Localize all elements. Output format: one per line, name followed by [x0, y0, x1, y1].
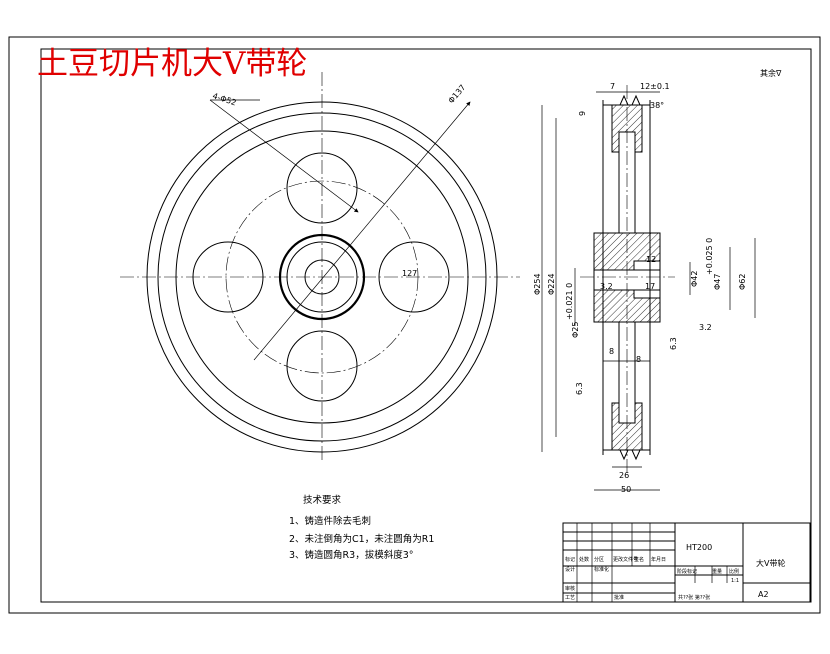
- svg-text:其余∇: 其余∇: [760, 68, 782, 78]
- dim-angle: 38°: [650, 101, 664, 110]
- tb-label-2: 分区: [594, 556, 604, 563]
- tb-label-5: 年月日: [651, 556, 666, 563]
- lightening-hole-left: [192, 241, 264, 313]
- dim-pcd-short: 127: [402, 269, 417, 278]
- dim-r17: 17: [645, 282, 655, 291]
- dim-bore-42: Φ42: [690, 271, 699, 287]
- lightening-hole-bottom: [286, 330, 358, 402]
- tb-sheet-size: A2: [758, 590, 769, 599]
- tb-scale: 1:1: [731, 578, 739, 584]
- dim-bore-25-tol: +0.021 0: [565, 283, 574, 320]
- dim-r12: 12: [646, 255, 656, 264]
- dim-ra-63b: 6.3: [575, 382, 584, 395]
- dim-w8b: 8: [636, 355, 641, 364]
- section-view: 7 12±0.1 38° 9 Φ254 Φ224 Φ25 +0.021 0 Φ4…: [533, 82, 756, 494]
- front-view: 4-Φ52 Φ137 127: [120, 72, 520, 460]
- inner-border: [40, 48, 812, 603]
- dim-w50: 50: [621, 485, 631, 494]
- dim-top-7: 7: [610, 82, 615, 91]
- dim-depth-9: 9: [578, 111, 587, 116]
- tb-label-13: 批准: [614, 594, 624, 601]
- note-1: 1、铸造件除去毛刺: [289, 515, 371, 527]
- lightening-hole-right: [378, 241, 450, 313]
- dim-224: Φ224: [547, 273, 556, 295]
- technical-notes: 技术要求 1、铸造件除去毛刺 2、未注倒角为C1，未注圆角为R1 3、铸造圆角R…: [289, 494, 434, 561]
- dim-ra-32a: 3.2: [600, 282, 613, 291]
- lightening-hole-top: [286, 152, 358, 224]
- roughness-note: 其余∇: [760, 68, 782, 78]
- note-3: 3、铸造圆角R3，拔模斜度3°: [289, 549, 413, 561]
- tb-label-11: 审核: [565, 585, 575, 592]
- tb-label-10: 比例: [729, 568, 739, 575]
- dim-pcd: Φ137: [447, 83, 468, 105]
- tb-label-3: 更改文件号: [613, 556, 638, 563]
- tb-label-8: 阶段标记: [677, 568, 697, 575]
- tb-label-1: 处数: [579, 556, 589, 563]
- tb-label-9: 重量: [712, 568, 722, 575]
- notes-heading: 技术要求: [303, 494, 342, 506]
- dim-bore-25: Φ25: [571, 322, 580, 338]
- dim-hub-62: Φ62: [738, 274, 747, 290]
- tb-label-0: 标记: [565, 556, 575, 563]
- tb-drawing-no: 共??张 第??张: [678, 594, 710, 601]
- dim-w8a: 8: [609, 347, 614, 356]
- dim-ra-63a: 6.3: [669, 337, 678, 350]
- tb-label-12: 工艺: [565, 595, 575, 601]
- dim-ra-32b: 3.2: [699, 323, 712, 332]
- drawing-title: 土豆切片机大V带轮: [37, 46, 307, 82]
- tb-label-4: 签名: [634, 556, 644, 563]
- title-block: 标记 处数 分区 更改文件号 签名 年月日 设计 标准化 阶段标记 重量 比例 …: [562, 522, 811, 603]
- note-2: 2、未注倒角为C1，未注圆角为R1: [289, 533, 434, 545]
- dim-groove-pitch: 12±0.1: [640, 82, 670, 91]
- dim-bore-47-tol: +0.025 0: [705, 238, 714, 275]
- dim-holes: 4-Φ52: [211, 91, 237, 107]
- dim-w26: 26: [619, 471, 629, 480]
- dim-bore-47: Φ47: [713, 274, 722, 290]
- tb-label-7: 标准化: [594, 566, 609, 573]
- tb-part-name: 大V带轮: [756, 558, 785, 568]
- dim-outer-254: Φ254: [533, 273, 542, 295]
- tb-label-6: 设计: [565, 566, 575, 573]
- tb-material: HT200: [686, 543, 712, 552]
- outer-border: [8, 36, 821, 614]
